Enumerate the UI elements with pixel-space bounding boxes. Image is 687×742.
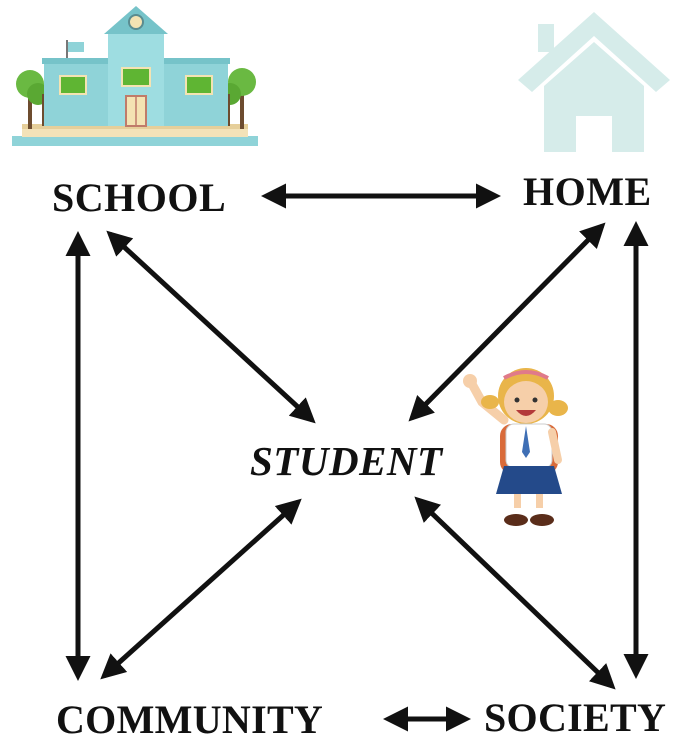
school-building-icon xyxy=(12,6,258,146)
arrow-society-student xyxy=(414,496,616,690)
node-home: HOME xyxy=(523,169,652,214)
house-icon xyxy=(518,12,670,152)
node-community: COMMUNITY xyxy=(56,697,324,742)
node-society: SOCIETY xyxy=(484,695,667,740)
arrow-school-student xyxy=(106,230,316,424)
node-student: STUDENT xyxy=(250,438,443,484)
arrow-community-student xyxy=(100,498,302,680)
node-school: SCHOOL xyxy=(52,175,227,220)
arrow-home-student xyxy=(408,222,606,422)
